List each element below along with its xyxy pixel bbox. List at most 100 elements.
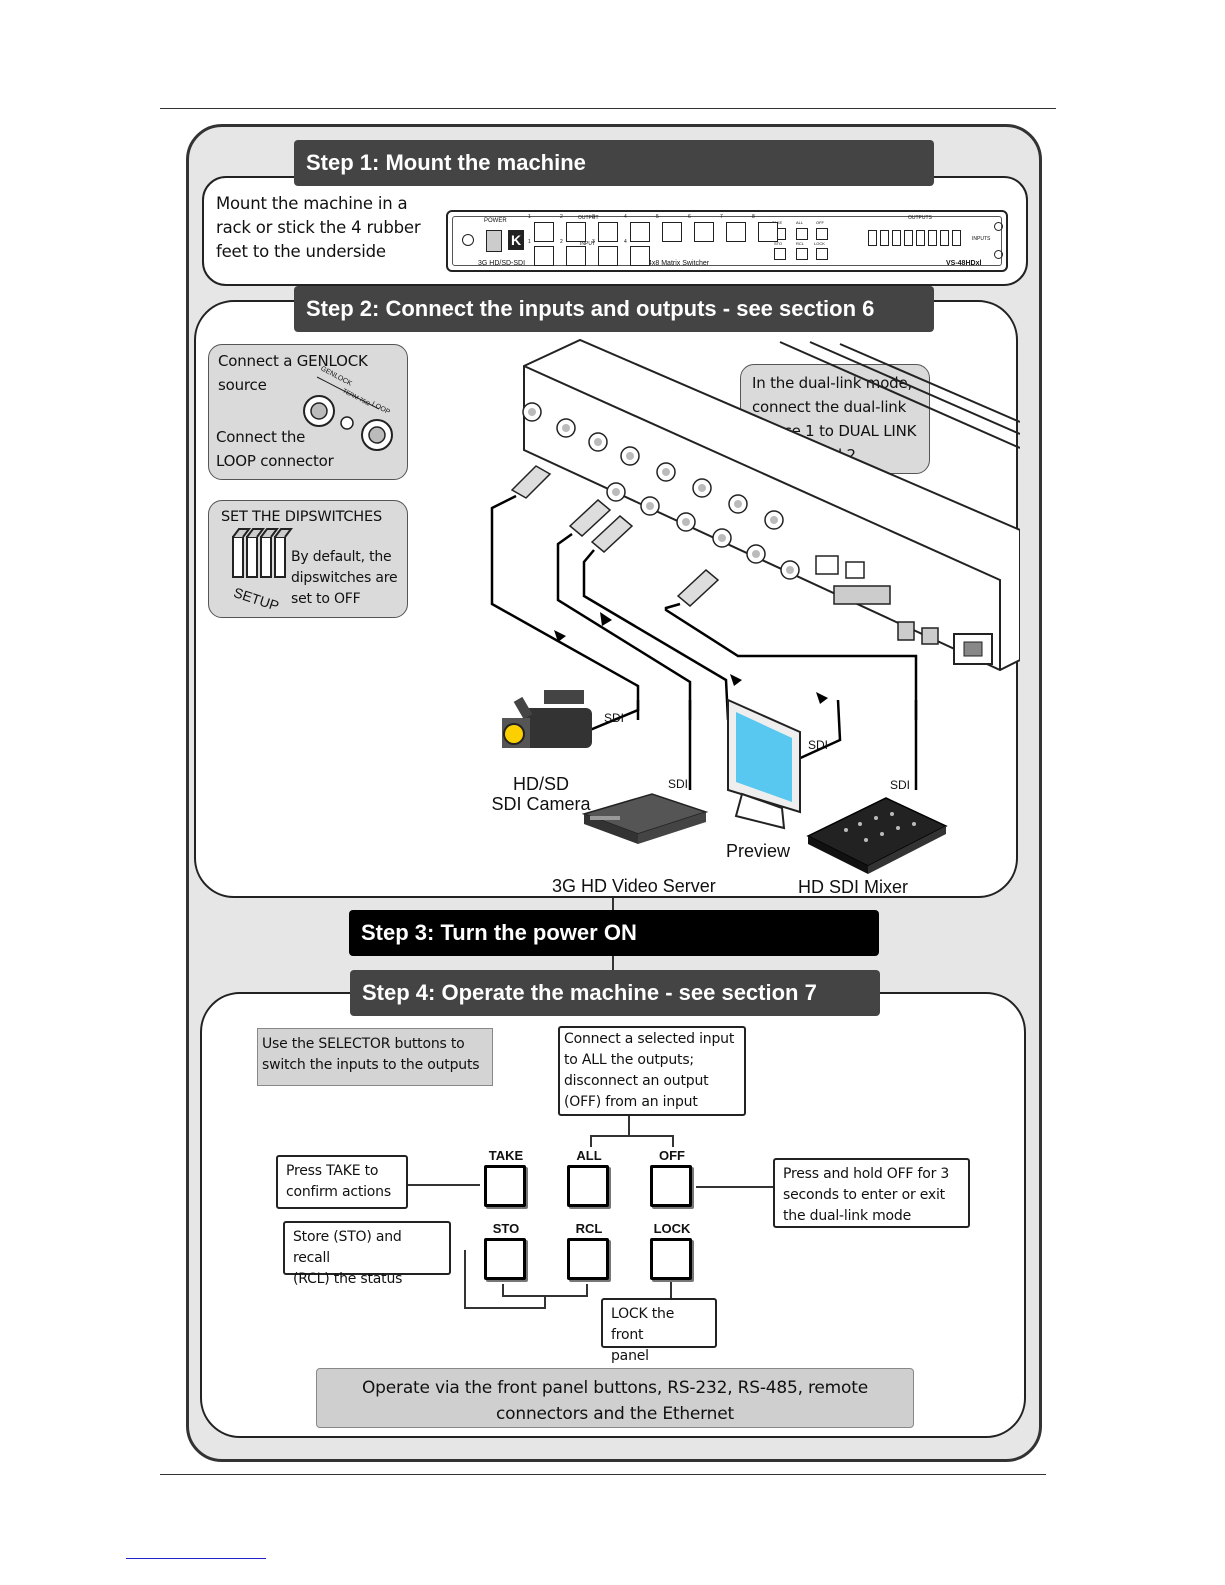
- all-off-bracket: [590, 1135, 674, 1137]
- panel-center-text: 4x8 Matrix Switcher: [648, 260, 710, 267]
- lock-connector: [670, 1282, 672, 1298]
- sdi-label-preview: SDI: [808, 738, 829, 752]
- loop-line: Connect the: [216, 428, 306, 446]
- off-button[interactable]: [650, 1165, 692, 1207]
- front-panel-inner: [452, 216, 1002, 266]
- bottom-rule: [160, 1474, 1046, 1475]
- off-button-label: OFF: [659, 1148, 685, 1163]
- dipswitch-line: By default, the: [291, 549, 392, 565]
- sto-rcl-note: Store (STO) and recall (RCL) the status: [283, 1221, 451, 1287]
- loop-line: LOOP connector: [216, 452, 334, 470]
- panel-output-button[interactable]: [630, 222, 650, 242]
- panel-rcl-button[interactable]: [796, 248, 808, 260]
- off-note: Press and hold OFF for 3 seconds to ente…: [773, 1158, 970, 1228]
- rear-panel-illustration: [490, 338, 1020, 720]
- panel-output-button[interactable]: [758, 222, 778, 242]
- panel-input-button[interactable]: [598, 246, 618, 266]
- sdi-mixer-icon: [806, 797, 948, 874]
- off-connector: [696, 1186, 773, 1188]
- all-button[interactable]: [567, 1165, 609, 1207]
- off-note-line: seconds to enter or exit: [783, 1187, 945, 1203]
- panel-rcl-label: RCL: [796, 241, 805, 246]
- genlock-callout: Connect a GENLOCK source Connect the LOO…: [208, 344, 408, 480]
- panel-output-button[interactable]: [694, 222, 714, 242]
- kramer-logo: K: [508, 230, 524, 250]
- panel-sto-button[interactable]: [774, 248, 786, 260]
- sto-rcl-note-line: (RCL) the status: [293, 1271, 403, 1287]
- all-off-note-line: Connect a selected input: [564, 1031, 735, 1047]
- lock-button[interactable]: [650, 1238, 692, 1280]
- panel-off-button[interactable]: [816, 228, 828, 240]
- selector-note-line: switch the inputs to the outputs: [262, 1057, 480, 1073]
- video-server-label: 3G HD Video Server: [552, 876, 716, 896]
- all-note-stem: [628, 1116, 630, 1136]
- step1-instruction: Mount the machine in a rack or stick the…: [216, 192, 421, 264]
- dipswitch-text: By default, the dipswitches are set to O…: [291, 547, 398, 610]
- take-note-line: confirm actions: [286, 1184, 391, 1200]
- power-switch[interactable]: [486, 230, 502, 252]
- all-button-label: ALL: [576, 1148, 602, 1163]
- preview-monitor-icon: [727, 698, 801, 830]
- panel-lock-button[interactable]: [816, 248, 828, 260]
- panel-output-button[interactable]: [598, 222, 618, 242]
- dipswitch-callout: SET THE DIPSWITCHES SETUP By default, th…: [208, 500, 408, 618]
- panel-input-button[interactable]: [630, 246, 650, 266]
- lock-note-line: panel: [611, 1348, 649, 1364]
- rcl-bracket-leg: [586, 1284, 588, 1296]
- sto-button-label: STO: [492, 1221, 520, 1236]
- panel-output-button[interactable]: [662, 222, 682, 242]
- operate-note: Operate via the front panel buttons, RS-…: [316, 1368, 914, 1428]
- sdi-label-server: SDI: [668, 777, 689, 791]
- sto-button[interactable]: [484, 1238, 526, 1280]
- panel-input-number: 1: [528, 239, 531, 245]
- sto-bracket-leg: [502, 1284, 504, 1296]
- preview-label: Preview: [726, 841, 791, 861]
- take-connector: [408, 1184, 480, 1186]
- take-button-label: TAKE: [488, 1148, 524, 1163]
- setup-label: SETUP: [231, 584, 282, 614]
- off-note-line: Press and hold OFF for 3: [783, 1166, 950, 1182]
- seven-segment-digit: [892, 230, 901, 246]
- model-left-text: 3G HD/SD-SDI: [478, 260, 526, 267]
- dipswitch-title: SET THE DIPSWITCHES: [221, 509, 382, 525]
- panel-output-button[interactable]: [726, 222, 746, 242]
- panel-output-number: 2: [560, 214, 563, 220]
- step1-line: feet to the underside: [216, 242, 386, 261]
- step2-title: Step 2: Connect the inputs and outputs -…: [294, 286, 934, 332]
- footer-link-underline[interactable]: [126, 1558, 266, 1559]
- panel-output-button[interactable]: [566, 222, 586, 242]
- panel-output-number: 5: [656, 214, 659, 220]
- all-off-note-line: disconnect an output: [564, 1073, 709, 1089]
- device-cables: [590, 700, 918, 790]
- panel-all-button[interactable]: [796, 228, 808, 240]
- status-display: [868, 230, 968, 248]
- rcl-button[interactable]: [567, 1238, 609, 1280]
- all-bracket-leg: [590, 1135, 592, 1147]
- all-off-note: Connect a selected input to ALL the outp…: [558, 1026, 746, 1116]
- panel-input-button[interactable]: [534, 246, 554, 266]
- genlock-line: Connect a GENLOCK: [218, 352, 368, 370]
- seven-segment-digit: [952, 230, 961, 246]
- panel-output-number: 8: [752, 214, 755, 220]
- panel-output-button[interactable]: [534, 222, 554, 242]
- sto-connector-v: [464, 1250, 466, 1308]
- dipswitch-line: dipswitches are: [291, 570, 398, 586]
- dual-link-line: connect the dual-link: [752, 398, 907, 416]
- camera-label: HD/SD SDI Camera: [490, 774, 592, 814]
- sdi-label-mixer: SDI: [890, 778, 911, 792]
- seven-segment-digit: [880, 230, 889, 246]
- panel-sto-label: STO: [774, 241, 783, 246]
- sto-rcl-bracket-mid: [544, 1295, 546, 1309]
- all-off-note-line: to ALL the outputs;: [564, 1052, 694, 1068]
- selector-note-line: Use the SELECTOR buttons to: [262, 1036, 465, 1052]
- seven-segment-digit: [868, 230, 877, 246]
- step1-line: Mount the machine in a: [216, 194, 408, 213]
- panel-input-number: 2: [560, 239, 563, 245]
- sto-rcl-note-line: Store (STO) and recall: [293, 1229, 402, 1266]
- panel-input-button[interactable]: [566, 246, 586, 266]
- take-button[interactable]: [484, 1165, 526, 1207]
- outputs-display-label: OUTPUTS: [908, 215, 932, 221]
- sdi-label-camera: SDI: [604, 711, 625, 725]
- step1-title: Step 1: Mount the machine: [294, 140, 934, 186]
- step4-title: Step 4: Operate the machine - see sectio…: [350, 970, 880, 1016]
